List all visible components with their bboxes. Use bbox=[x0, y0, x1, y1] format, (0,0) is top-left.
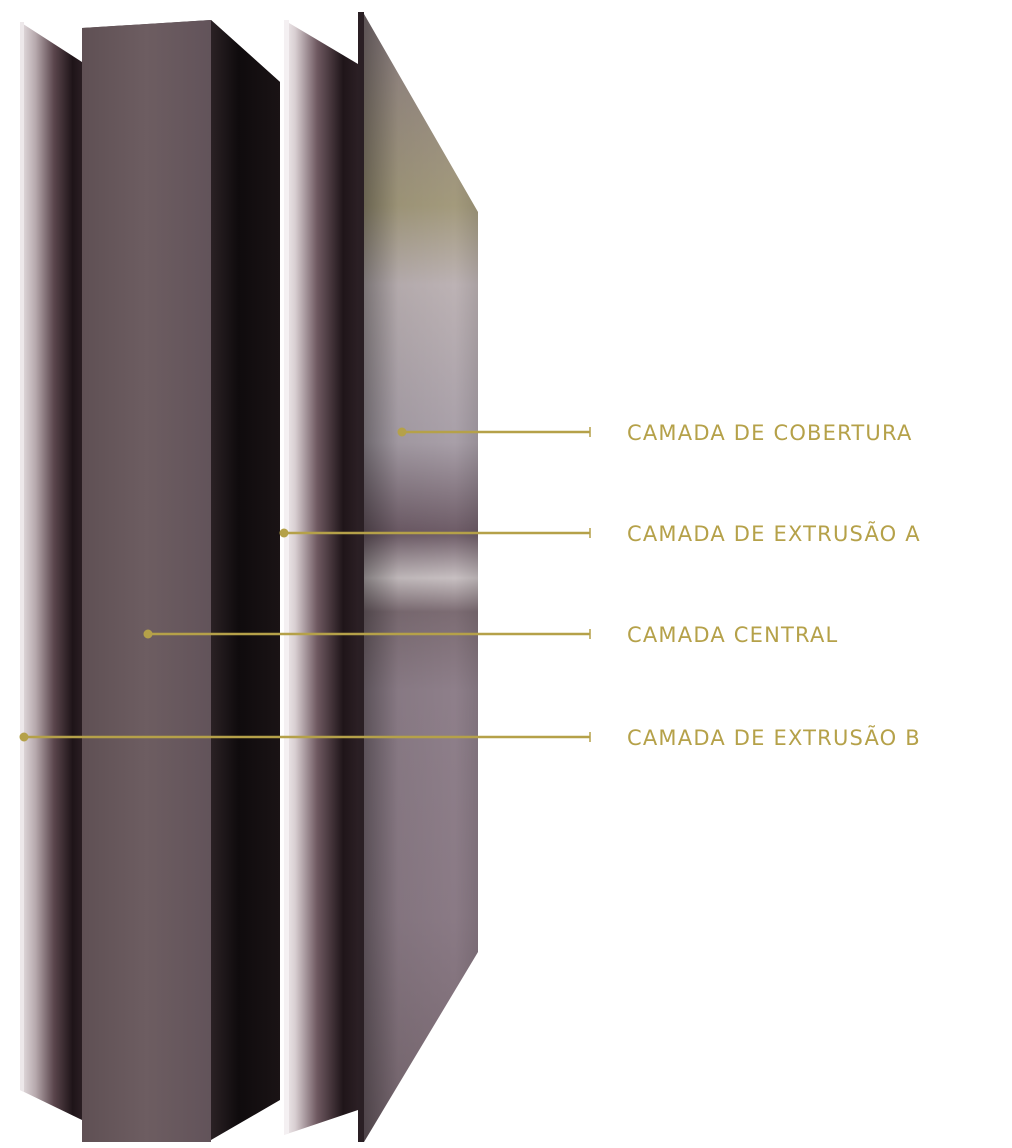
cover-layer-callout bbox=[397, 427, 591, 437]
extrusion-layer-b-panel bbox=[20, 22, 82, 1120]
cover-layer-panel bbox=[358, 12, 478, 1142]
extrusion-layer-b-marker-dot bbox=[19, 732, 29, 742]
cover-layer-marker-dot bbox=[397, 427, 407, 437]
core-layer-marker-dot bbox=[143, 629, 153, 639]
cover-layer-label: CAMADA DE COBERTURA bbox=[627, 421, 913, 445]
extrusion-layer-b-callout bbox=[19, 732, 591, 742]
core-layer-callout bbox=[143, 629, 591, 639]
core-layer-label: CAMADA CENTRAL bbox=[627, 623, 838, 647]
extrusion-layer-a-panel bbox=[284, 20, 358, 1135]
extrusion-layer-b-label: CAMADA DE EXTRUSÃO B bbox=[627, 724, 921, 750]
extrusion-layer-a-marker-dot bbox=[279, 528, 289, 538]
extrusion-layer-a-label: CAMADA DE EXTRUSÃO A bbox=[627, 520, 921, 546]
extrusion-layer-a-callout bbox=[279, 528, 591, 538]
core-layer-panel bbox=[82, 20, 280, 1142]
